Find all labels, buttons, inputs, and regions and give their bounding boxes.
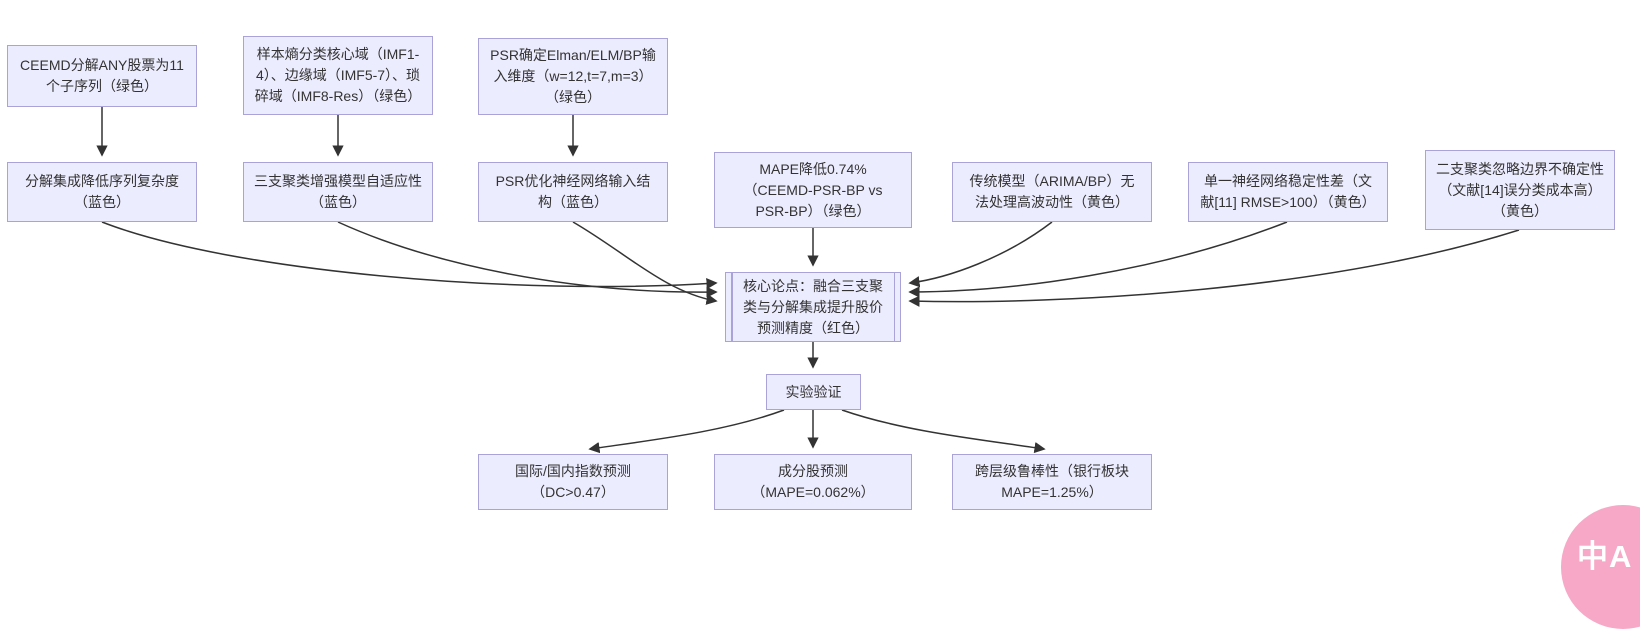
- node-component-prediction: 成分股预测（MAPE=0.062%）: [714, 454, 912, 510]
- node-label: CEEMD分解ANY股票为11个子序列（绿色）: [20, 57, 184, 94]
- node-label: PSR确定Elman/ELM/BP输入维度（w=12,t=7,m=3）（绿色）: [490, 47, 656, 105]
- edge-structure-to-core: [572, 221, 718, 305]
- node-ceemd-decompose: CEEMD分解ANY股票为11个子序列（绿色）: [7, 45, 197, 107]
- node-label: 样本熵分类核心域（IMF1-4）、边缘域（IMF5-7）、琐碎域（IMF8-Re…: [254, 46, 422, 104]
- edge-experiment-to-robustness: [841, 409, 1046, 454]
- node-single-nn-unstable: 单一神经网络稳定性差（文献[11] RMSE>100）（黄色）: [1188, 162, 1388, 222]
- node-core-thesis: 核心论点：融合三支聚类与分解集成提升股价预测精度（红色）: [725, 272, 901, 342]
- node-label: 三支聚类增强模型自适应性（蓝色）: [254, 173, 422, 210]
- edge-adaptive-to-core: [337, 221, 718, 298]
- node-label: PSR优化神经网络输入结构（蓝色）: [495, 173, 651, 210]
- node-label: 单一神经网络稳定性差（文献[11] RMSE>100）（黄色）: [1200, 173, 1376, 210]
- watermark-label: 中A: [1577, 539, 1633, 574]
- edge-experiment-to-index: [588, 409, 785, 454]
- edge-traditional-to-core: [908, 221, 1053, 288]
- node-label: 核心论点：融合三支聚类与分解集成提升股价预测精度（红色）: [743, 277, 883, 336]
- node-mape-reduction: MAPE降低0.74%（CEEMD-PSR-BP vs PSR-BP）（绿色）: [714, 152, 912, 228]
- node-label: 分解集成降低序列复杂度（蓝色）: [25, 173, 179, 210]
- flowchart-canvas: CEEMD分解ANY股票为11个子序列（绿色） 样本熵分类核心域（IMF1-4）…: [7, 36, 1640, 629]
- node-label: 跨层级鲁棒性（银行板块 MAPE=1.25%）: [975, 463, 1129, 500]
- node-label: 国际/国内指数预测（DC>0.47）: [515, 463, 631, 500]
- node-three-way-adaptive: 三支聚类增强模型自适应性（蓝色）: [243, 162, 433, 222]
- node-label: 二支聚类忽略边界不确定性（文献[14]误分类成本高）（黄色）: [1436, 160, 1604, 219]
- node-experiment: 实验验证: [766, 374, 861, 410]
- watermark-badge: 中A: [1561, 505, 1640, 629]
- edge-complexity-to-core: [101, 221, 718, 290]
- node-traditional-limit: 传统模型（ARIMA/BP）无法处理高波动性（黄色）: [952, 162, 1152, 222]
- edge-twoway-to-core: [908, 229, 1520, 307]
- node-sample-entropy: 样本熵分类核心域（IMF1-4）、边缘域（IMF5-7）、琐碎域（IMF8-Re…: [243, 36, 433, 115]
- node-decompose-complexity: 分解集成降低序列复杂度（蓝色）: [7, 162, 197, 222]
- node-label: 传统模型（ARIMA/BP）无法处理高波动性（黄色）: [969, 173, 1135, 210]
- node-label: 实验验证: [785, 383, 842, 400]
- node-label: 成分股预测（MAPE=0.062%）: [751, 463, 875, 500]
- node-psr-dimension: PSR确定Elman/ELM/BP输入维度（w=12,t=7,m=3）（绿色）: [478, 38, 668, 115]
- node-label: MAPE降低0.74%（CEEMD-PSR-BP vs PSR-BP）（绿色）: [743, 160, 883, 219]
- edge-singlenn-to-core: [908, 221, 1288, 298]
- node-robustness: 跨层级鲁棒性（银行板块 MAPE=1.25%）: [952, 454, 1152, 510]
- node-index-prediction: 国际/国内指数预测（DC>0.47）: [478, 454, 668, 510]
- node-two-way-boundary: 二支聚类忽略边界不确定性（文献[14]误分类成本高）（黄色）: [1425, 150, 1615, 230]
- node-psr-structure: PSR优化神经网络输入结构（蓝色）: [478, 162, 668, 222]
